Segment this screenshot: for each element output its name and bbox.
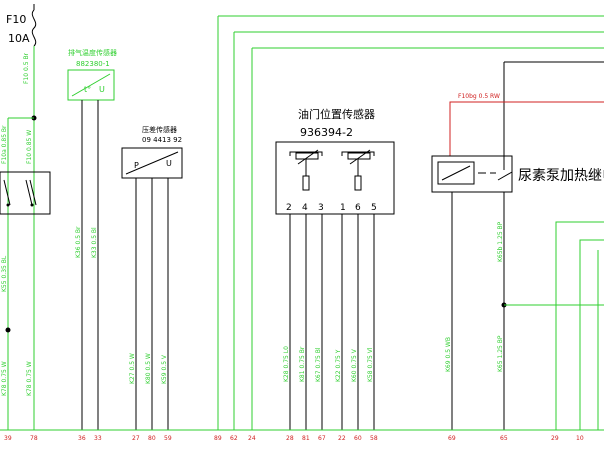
svg-text:K28 0.75 L0: K28 0.75 L0 [283,346,290,382]
connector-pin-labels: 39 78 36 33 27 80 59 89 62 24 28 81 67 2… [4,435,584,442]
svg-text:33: 33 [94,435,102,442]
svg-text:39: 39 [4,435,12,442]
svg-text:60: 60 [354,435,362,442]
fuse-symbol [31,9,37,47]
thr-title: 油门位置传感器 [298,107,375,121]
svg-text:28: 28 [286,435,294,442]
junction-left-mid [5,327,11,333]
thr-part: 936394-2 [300,126,353,139]
svg-text:24: 24 [248,435,256,442]
svg-text:22: 22 [338,435,346,442]
svg-text:80: 80 [148,435,156,442]
svg-text:U: U [99,85,105,94]
wire-red [449,101,604,156]
svg-text:K60 0.75 V: K60 0.75 V [351,348,358,382]
relay-block-left [0,171,51,215]
svg-text:6: 6 [355,203,361,213]
fuse-rating: 10A [8,32,30,45]
svg-text:F10 0.5 Br: F10 0.5 Br [23,52,30,84]
svg-text:t°: t° [84,85,91,94]
fuse-f10: F10 10A [6,4,37,47]
svg-text:78: 78 [30,435,38,442]
svg-text:89: 89 [214,435,222,442]
prs-title: 压差传感器 [142,125,177,134]
svg-text:1: 1 [340,203,346,213]
svg-text:65: 65 [500,435,508,442]
svg-text:62: 62 [230,435,238,442]
svg-text:P: P [134,161,139,170]
svg-text:5: 5 [371,203,377,213]
svg-text:10: 10 [576,435,584,442]
svg-text:F10a 0.85 Br: F10a 0.85 Br [1,125,8,164]
svg-text:3: 3 [318,203,324,213]
svg-text:29: 29 [551,435,559,442]
svg-text:K80 0.5 W: K80 0.5 W [145,353,152,384]
svg-text:59: 59 [164,435,172,442]
svg-text:F10 0.85 W: F10 0.85 W [26,130,33,164]
svg-text:K36 0.5 Br: K36 0.5 Br [75,226,82,258]
svg-text:K59 0.5 V: K59 0.5 V [161,354,168,384]
svg-text:K78 0.75 W: K78 0.75 W [26,361,33,396]
svg-text:K81 0.75 Br: K81 0.75 Br [299,346,306,382]
svg-text:K69 0.5 WB: K69 0.5 WB [445,337,452,372]
svg-text:81: 81 [302,435,310,442]
svg-text:K67 0.75 Bl: K67 0.75 Bl [315,347,322,382]
relay-title: 尿素泵加热继电 [518,168,604,184]
svg-text:69: 69 [448,435,456,442]
svg-text:K55 0.35 BL: K55 0.35 BL [1,255,8,292]
throttle-sensor: 油门位置传感器 936394-2 2 4 3 1 6 5 [275,107,395,215]
svg-text:67: 67 [318,435,326,442]
svg-text:27: 27 [132,435,140,442]
exhaust-temp-sensor: 排气温度传感器 882380-1 t° U [67,48,117,101]
svg-text:58: 58 [370,435,378,442]
svg-text:K33 0.5 Bl: K33 0.5 Bl [91,227,98,258]
prs-part: 09 4413 92 [142,136,182,144]
svg-text:K22 0.75 Y: K22 0.75 Y [335,349,342,382]
svg-text:K65 1.25 BP: K65 1.25 BP [497,335,504,372]
exh-title: 排气温度传感器 [68,48,117,57]
exh-part: 882380-1 [76,60,110,68]
urea-pump-relay: 尿素泵加热继电 [431,155,604,193]
svg-text:K27 0.5 W: K27 0.5 W [129,353,136,384]
svg-text:K58 0.75 Vl: K58 0.75 Vl [367,347,374,382]
svg-text:K65b 1.25 BP: K65b 1.25 BP [497,221,504,262]
svg-text:36: 36 [78,435,86,442]
svg-text:2: 2 [286,203,292,213]
svg-text:4: 4 [302,203,308,213]
svg-text:U: U [166,159,172,168]
red-wire-label: F10bg 0.5 RW [458,93,500,100]
fuse-id: F10 [6,13,26,26]
pressure-sensor: 压差传感器 09 4413 92 P U [121,125,183,179]
svg-text:K78 0.75 W: K78 0.75 W [1,361,8,396]
